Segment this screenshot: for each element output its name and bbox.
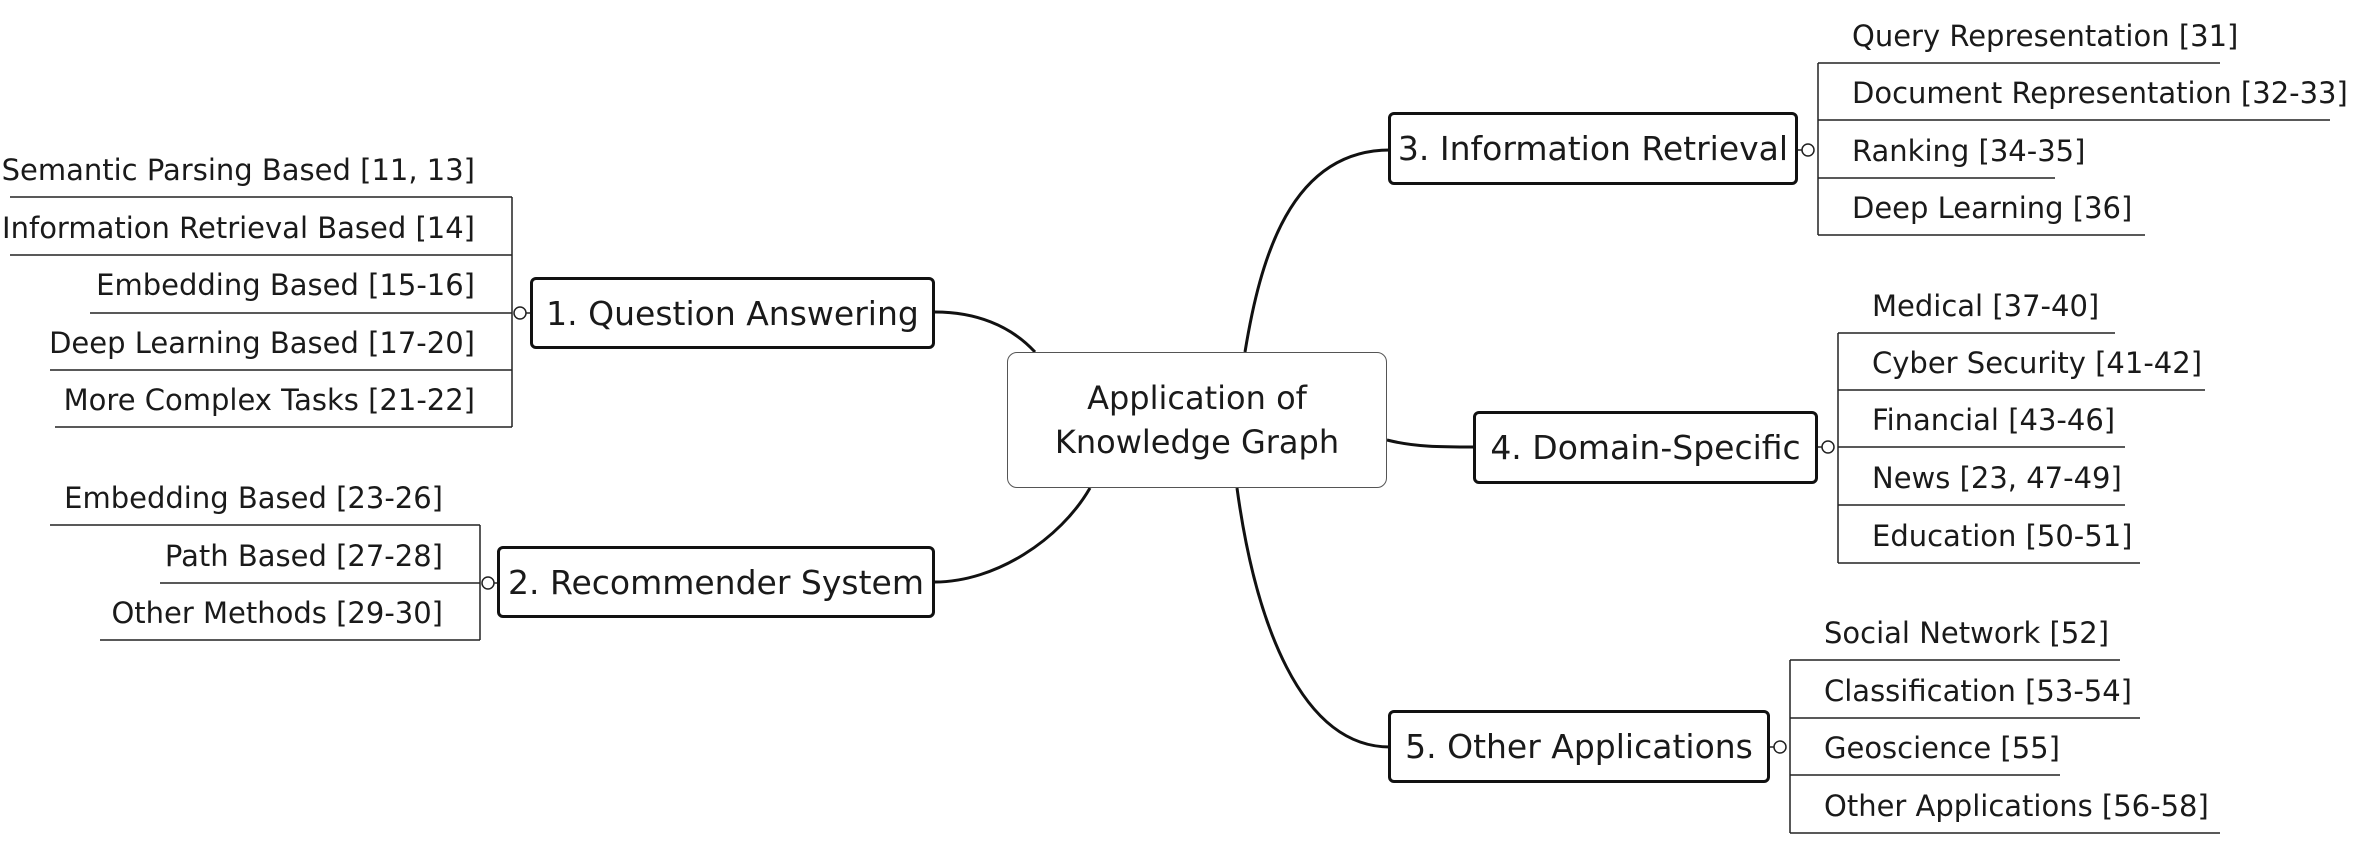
branch-1-leaf-lines: [10, 196, 530, 428]
leaf-semantic-parsing-based: Semantic Parsing Based [11, 13]: [1, 153, 475, 187]
connector-center-to-branch-5: [1235, 487, 1391, 749]
branch-4-leaf-lines: [1818, 332, 2205, 564]
branch-domain-specific: 4. Domain-Specific: [1473, 411, 1818, 484]
branch-3-leaf-lines: [1798, 62, 2330, 236]
leaf-news: News [23, 47-49]: [1872, 461, 2122, 495]
leaf-embedding-based: Embedding Based [15-16]: [96, 268, 475, 302]
connector-center-to-branch-3: [1243, 148, 1391, 353]
branch-2-leaf-lines: [50, 524, 497, 641]
leaf-financial: Financial [43-46]: [1872, 403, 2116, 437]
connector-center-to-branch-2: [934, 487, 1092, 584]
branch-other-applications: 5. Other Applications: [1388, 710, 1770, 783]
leaf-deep-learning: Deep Learning [36]: [1852, 191, 2133, 225]
central-node-line-2: Knowledge Graph: [1054, 423, 1340, 461]
central-node-line-1: Application of: [1087, 379, 1307, 417]
leaf-ranking: Ranking [34-35]: [1852, 134, 2086, 168]
leaf-deep-learning-based: Deep Learning Based [17-20]: [49, 326, 475, 360]
connector-center-to-branch-1: [934, 310, 1037, 354]
central-node: Application of Knowledge Graph: [1007, 352, 1387, 488]
leaf-more-complex-tasks: More Complex Tasks [21-22]: [63, 383, 475, 417]
leaf-geoscience: Geoscience [55]: [1824, 731, 2060, 765]
leaf-information-retrieval-based: Information Retrieval Based [14]: [2, 211, 475, 245]
leaf-path-based: Path Based [27-28]: [164, 539, 443, 573]
leaf-social-network: Social Network [52]: [1824, 616, 2110, 650]
branch-5-leaf-lines: [1770, 659, 2220, 834]
leaf-education: Education [50-51]: [1872, 519, 2133, 553]
leaf-document-representation: Document Representation [32-33]: [1852, 76, 2348, 110]
leaf-other-applications: Other Applications [56-58]: [1824, 789, 2209, 823]
branch-information-retrieval: 3. Information Retrieval: [1388, 112, 1798, 185]
leaf-embedding-based-rec: Embedding Based [23-26]: [64, 481, 443, 515]
branch-recommender-system: 2. Recommender System: [497, 546, 935, 618]
branch-question-answering: 1. Question Answering: [530, 277, 935, 349]
leaf-classification: Classification [53-54]: [1824, 674, 2132, 708]
leaf-other-methods: Other Methods [29-30]: [111, 596, 443, 630]
leaf-cyber-security: Cyber Security [41-42]: [1872, 346, 2203, 380]
connector-center-to-branch-4: [1386, 438, 1476, 449]
leaf-medical: Medical [37-40]: [1872, 289, 2100, 323]
leaf-query-representation: Query Representation [31]: [1852, 19, 2239, 53]
